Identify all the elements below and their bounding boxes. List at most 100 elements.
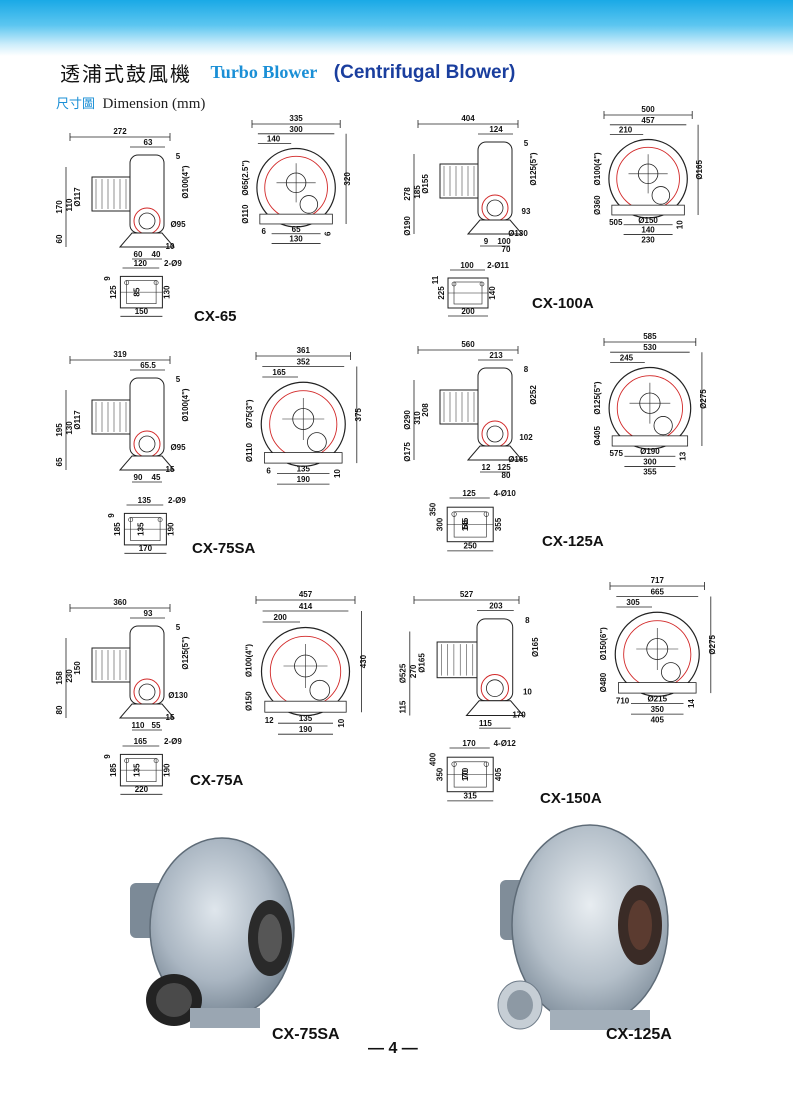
subtitle-english: Dimension (mm): [102, 96, 206, 112]
dimension-label: 14: [687, 699, 696, 708]
dimension-label: 310: [413, 411, 422, 425]
dimension-label: Ø525: [399, 663, 408, 683]
dimension-label: 140: [641, 226, 655, 235]
dimension-label: 405: [651, 716, 665, 725]
dimension-label: 225: [437, 286, 446, 300]
dimension-label: 5: [176, 375, 181, 384]
dimension-label: Ø95: [170, 220, 186, 229]
dimension-label: 190: [163, 763, 172, 777]
dimension-label: 9: [103, 754, 112, 759]
dimension-label: 220: [135, 785, 149, 794]
dimension-label: 145: [461, 517, 470, 531]
dimension-label: 125: [109, 285, 118, 299]
dimension-label: 245: [620, 353, 634, 362]
dimension-label: 135: [136, 522, 145, 536]
dimension-label: 10: [333, 469, 342, 478]
dimension-label: Ø165: [531, 637, 540, 657]
dimension-label: 203: [489, 601, 503, 610]
dimension-label: Ø480: [599, 672, 608, 692]
dimension-label: 500: [641, 105, 655, 114]
dimension-label: Ø215: [647, 695, 667, 704]
dimension-label: Ø150: [638, 216, 658, 225]
dimension-label: 120: [134, 259, 148, 268]
dimension-label: 135: [132, 763, 141, 777]
dimension-label: 170: [55, 200, 64, 214]
dimension-label: 404: [461, 114, 475, 123]
dimension-label: 2-Ø9: [164, 737, 182, 746]
page-title: 透浦式鼓風機 Turbo Blower (Centrifugal Blower): [60, 58, 515, 88]
dimension-label: 115: [479, 719, 492, 728]
page-number: — 4 —: [368, 1040, 418, 1057]
dimension-label: 100: [460, 261, 474, 270]
dimension-label: 8: [525, 616, 530, 625]
dimension-label: 278: [403, 187, 412, 201]
dimension-label: 170: [512, 711, 526, 720]
dimension-label: 40: [152, 250, 161, 259]
title-english-sub: (Centrifugal Blower): [333, 61, 516, 83]
dimension-label: Ø117: [73, 187, 82, 207]
dimension-label: Ø150(6"): [599, 627, 608, 660]
dimension-label: 130: [65, 421, 74, 435]
dimension-label: 135: [297, 465, 311, 474]
dimension-label: 165: [272, 368, 286, 377]
section-subtitle: 尺寸圖 Dimension (mm): [56, 93, 205, 113]
dimension-label: 110: [132, 721, 145, 730]
dimension-label: 150: [73, 661, 82, 675]
dimension-label: 65: [292, 225, 301, 234]
dimension-label: 355: [643, 468, 657, 477]
dimension-label: 230: [65, 669, 74, 683]
dimension-label: 80: [502, 471, 511, 480]
dimension-label: 93: [522, 207, 531, 216]
dimension-label: 70: [502, 245, 511, 254]
dimension-label: Ø100(4"): [245, 644, 254, 677]
dimension-label: 560: [461, 340, 475, 349]
dimension-label: 125: [497, 463, 511, 472]
dimension-label: 80: [55, 705, 64, 714]
dimension-label: 505: [609, 218, 623, 227]
dimension-label: 195: [55, 423, 64, 437]
dimension-label: 135: [138, 496, 152, 505]
dimension-label: 13: [679, 451, 688, 460]
dimension-label: 185: [413, 185, 422, 199]
dimension-label: 11: [431, 275, 440, 284]
dimension-label: Ø290: [403, 410, 412, 430]
dimension-label: 6: [266, 467, 271, 476]
dimension-label: Ø125(5"): [529, 152, 538, 185]
dimension-label: Ø65(2.5"): [241, 160, 250, 196]
dimension-label: 200: [274, 613, 288, 622]
dimension-label: 140: [267, 135, 281, 144]
dimension-label: 124: [489, 125, 503, 134]
dimension-label: Ø405: [593, 426, 602, 446]
title-english: Turbo Blower: [210, 62, 318, 82]
photo-cx75sa: [130, 837, 295, 1028]
dimension-label: 4-Ø10: [494, 489, 517, 498]
dimension-label: Ø117: [73, 410, 82, 430]
dimension-label: Ø190: [640, 447, 660, 456]
dimension-label: 55: [461, 519, 470, 528]
dimension-label: 185: [113, 522, 122, 536]
dimension-label: 527: [460, 590, 474, 599]
dimension-label: 250: [464, 542, 478, 551]
dimension-label: Ø110: [245, 442, 254, 462]
dimension-label: 5: [524, 139, 529, 148]
dimension-label: 350: [436, 767, 445, 781]
dimension-label: 270: [409, 664, 418, 678]
dimension-label: 272: [113, 127, 127, 136]
dimension-label: 15: [166, 465, 175, 474]
dimension-label: 190: [167, 522, 176, 536]
dimension-label: Ø150: [245, 691, 254, 711]
dimension-label: 15: [166, 713, 175, 722]
dimension-label: 158: [55, 671, 64, 685]
dimension-label: 405: [494, 767, 503, 781]
dimension-label: Ø275: [708, 634, 717, 654]
dimension-label: 213: [489, 351, 503, 360]
dimension-label: Ø155: [421, 174, 430, 194]
dimension-label: Ø125(5"): [181, 636, 190, 669]
